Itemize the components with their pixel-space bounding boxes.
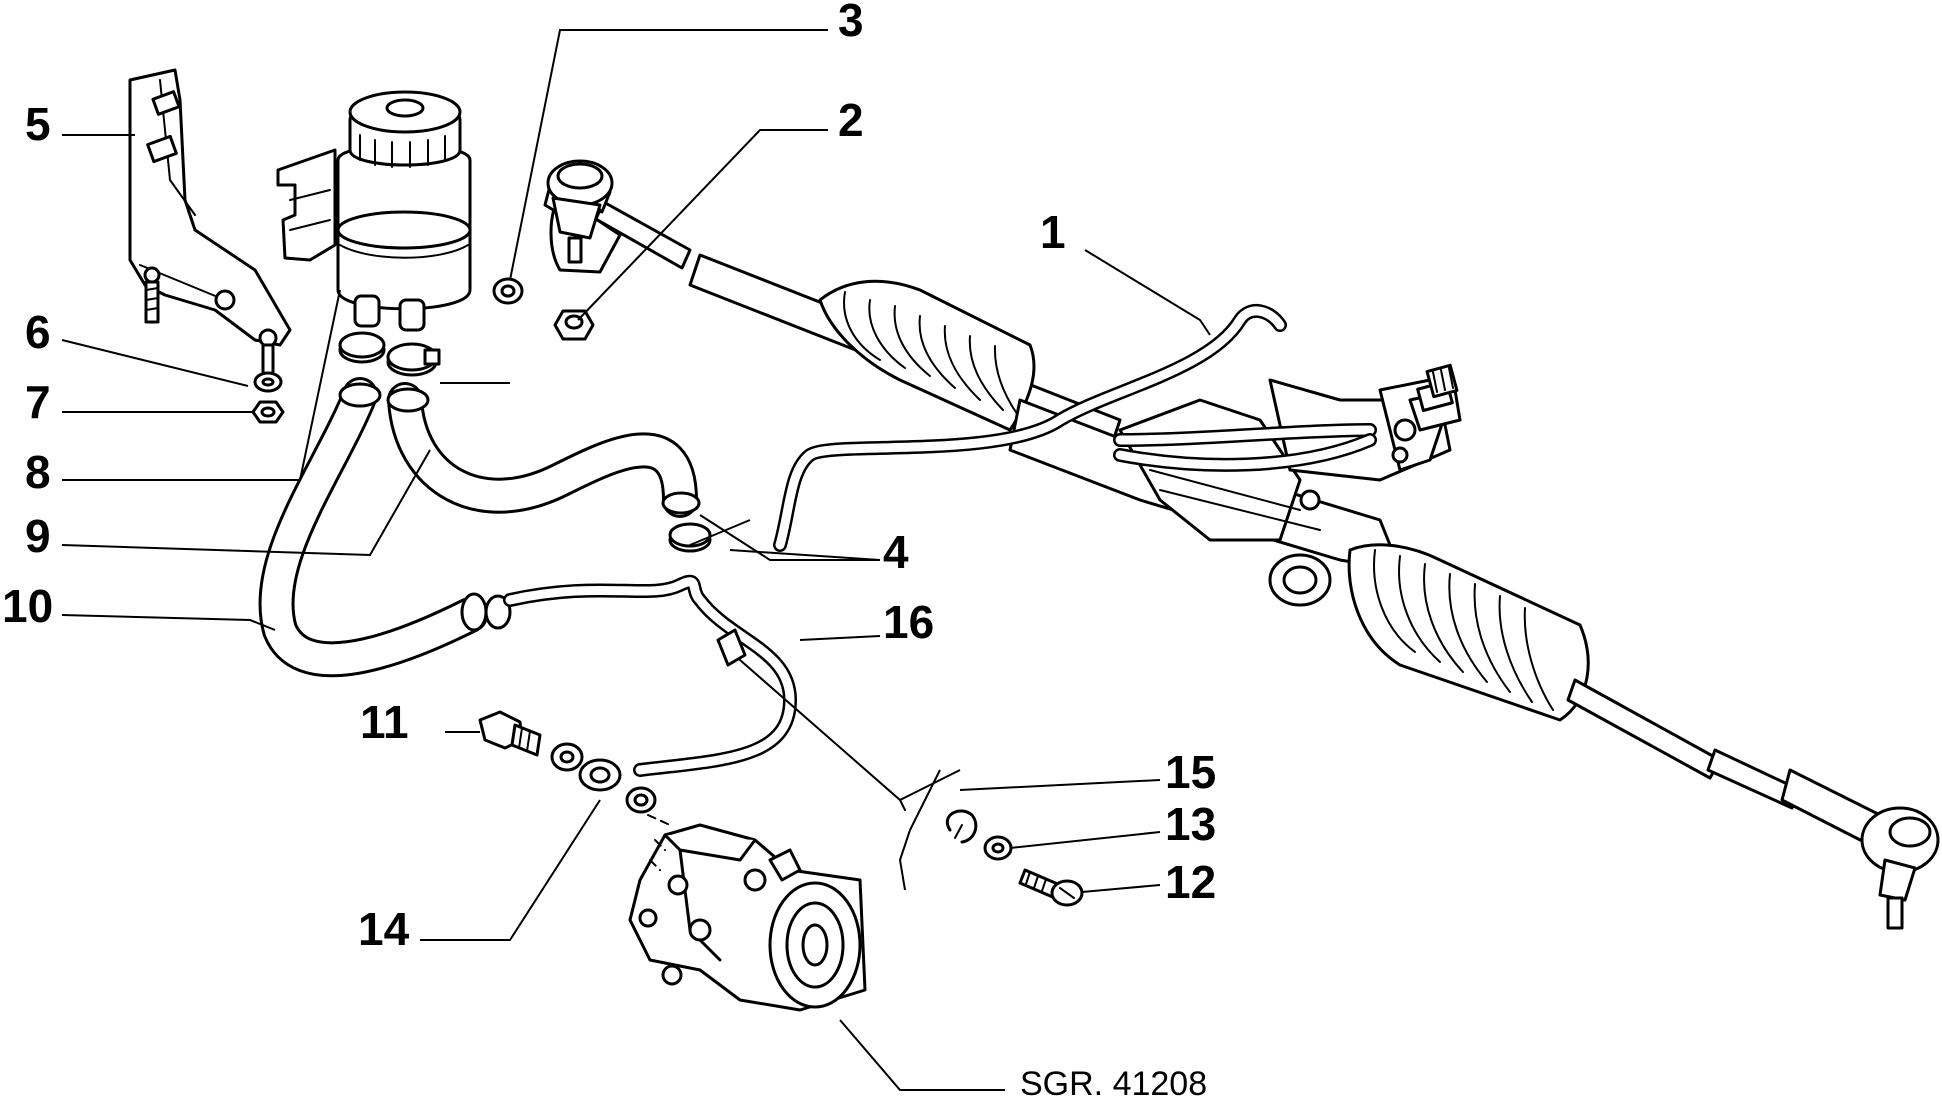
pressure-pipe-16 — [503, 574, 797, 777]
lock-washer-15 — [946, 809, 978, 844]
leader-lines — [61, 29, 1211, 1091]
right-rack-boot — [1347, 543, 1590, 722]
callout-6: 6 — [25, 306, 51, 358]
washer-6 — [253, 371, 283, 393]
callout-12: 12 — [1165, 856, 1216, 908]
callout-9: 9 — [25, 510, 51, 562]
callout-8: 8 — [25, 446, 51, 498]
sealing-washer — [550, 742, 584, 772]
left-tie-rod-end — [543, 159, 614, 264]
pipe-bracket — [716, 628, 906, 811]
banjo-fitting-14 — [578, 758, 657, 814]
callout-1: 1 — [1040, 206, 1066, 258]
washer-13 — [983, 835, 1013, 861]
banjo-bolt-11 — [478, 710, 542, 757]
callout-10: 10 — [2, 580, 53, 632]
hose-clamp-8 — [338, 331, 441, 377]
return-pipe-1 — [773, 304, 1287, 552]
hose-9 — [387, 382, 698, 518]
steering-rack-assembly — [543, 159, 1940, 930]
callout-16: 16 — [883, 596, 934, 648]
right-tie-rod — [1566, 678, 1882, 847]
pinion-shaft — [1408, 363, 1462, 432]
callout-11: 11 — [360, 696, 409, 748]
washer-3 — [492, 277, 524, 305]
right-tie-rod-end — [1860, 806, 1940, 930]
mounting-bracket — [128, 68, 292, 377]
nut-2 — [553, 309, 595, 341]
nut-7 — [251, 400, 285, 424]
screw-12 — [1018, 868, 1084, 907]
fluid-reservoir — [276, 90, 472, 332]
callout-2: 2 — [838, 94, 864, 146]
callout-4: 4 — [883, 526, 909, 578]
hose-10 — [258, 377, 488, 678]
left-rack-boot — [818, 279, 1036, 432]
hose-clamp — [484, 522, 712, 630]
callout-5: 5 — [25, 98, 51, 150]
callout-3: 3 — [838, 0, 864, 46]
callout-14: 14 — [358, 903, 410, 955]
drawing-reference: SGR. 41208 — [1020, 1065, 1207, 1096]
callout-15: 15 — [1165, 746, 1216, 798]
power-steering-pump — [628, 823, 867, 1012]
callout-13: 13 — [1165, 798, 1216, 850]
callout-7: 7 — [25, 376, 51, 428]
